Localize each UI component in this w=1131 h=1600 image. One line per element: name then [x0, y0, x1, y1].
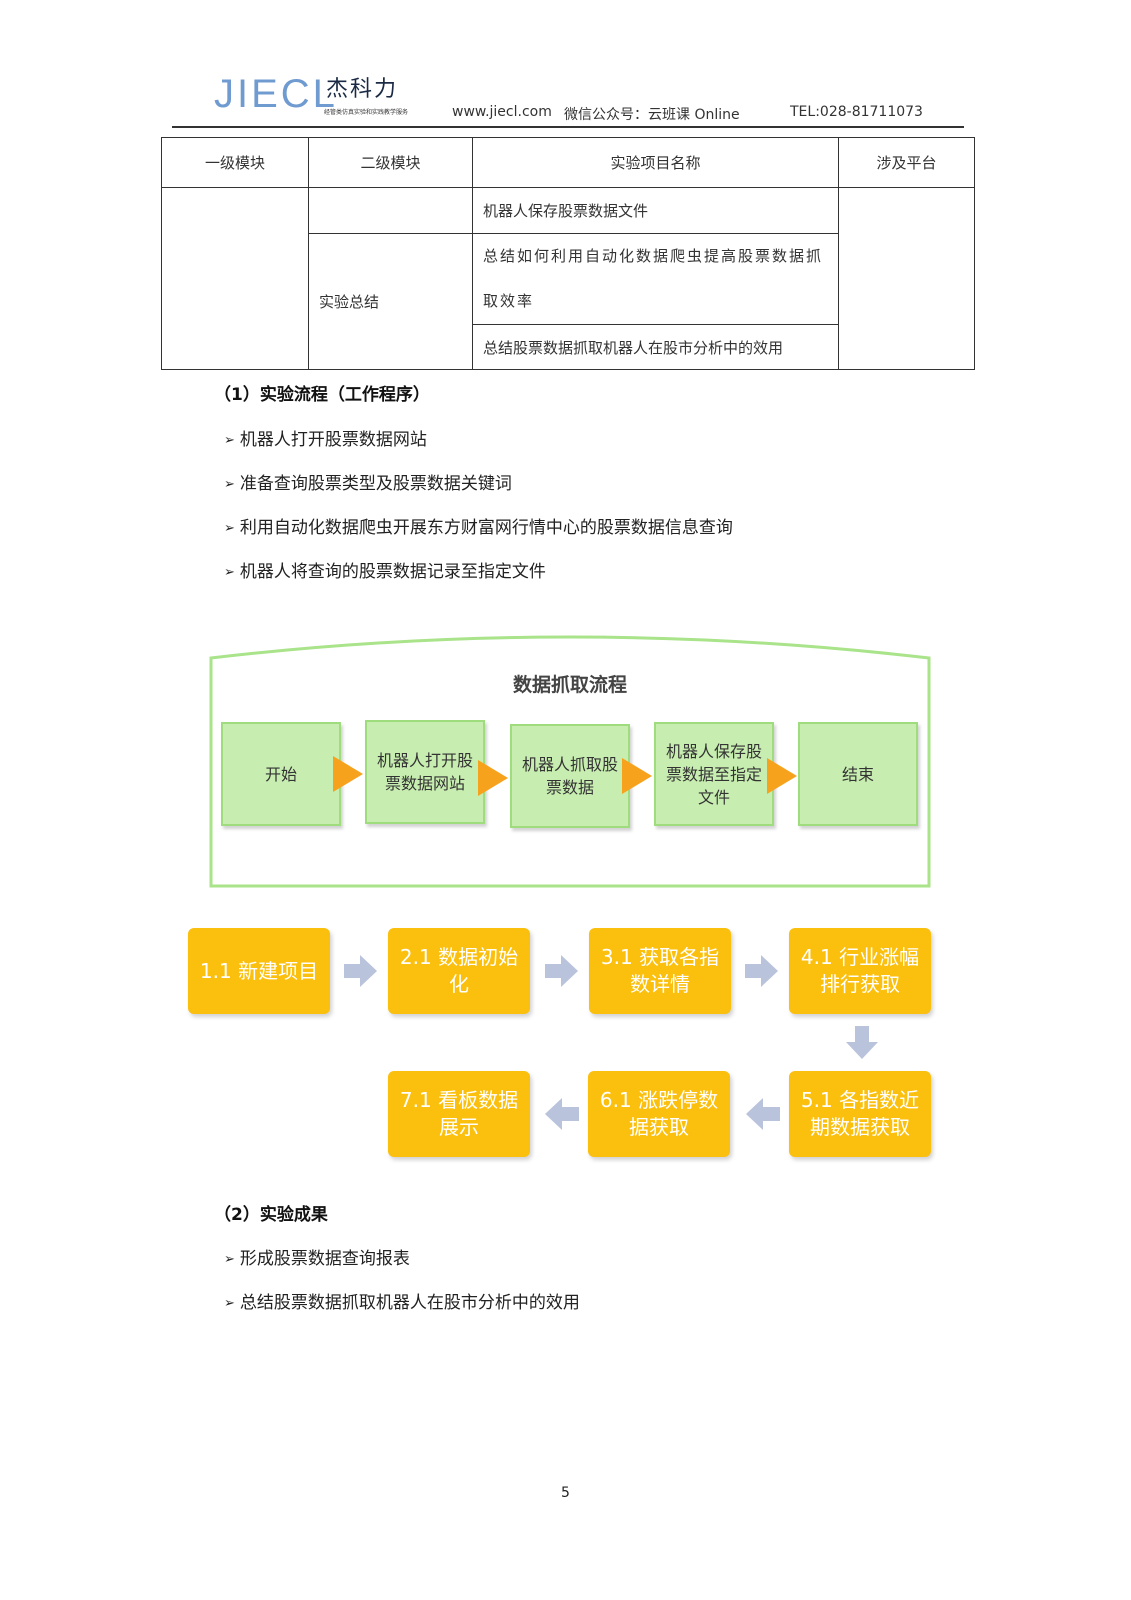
table-cell-module: 实验总结	[308, 233, 473, 370]
arrow-bullet-icon: ➢	[224, 1296, 235, 1311]
experiment-table: 一级模块 二级模块 实验项目名称 涉及平台 机器人保存股票数据文件 实验总结 总…	[161, 137, 975, 370]
header-wechat: 微信公众号：云班课 Online	[564, 107, 740, 123]
table-cell-project: 总结股票数据抓取机器人在股市分析中的效用	[472, 324, 839, 370]
flow-step-grab-data: 机器人抓取股票数据	[510, 724, 630, 828]
process-arrow-left-icon	[545, 1098, 579, 1130]
table-cell-empty	[308, 187, 473, 234]
header-website[interactable]: www.jiecl.com	[452, 104, 552, 120]
flow-title: 数据抓取流程	[512, 674, 627, 696]
process-step-6: 6.1 涨跌停数据获取	[588, 1071, 730, 1157]
table-cell-empty	[838, 187, 975, 370]
list-item: ➢利用自动化数据爬虫开展东方财富网行情中心的股票数据信息查询	[224, 518, 733, 538]
section-title-process: （1）实验流程（工作程序）	[214, 385, 430, 405]
process-step-2: 2.1 数据初始化	[388, 928, 530, 1014]
flow-arrow-icon	[478, 760, 508, 796]
logo-chinese: 杰科力	[326, 77, 399, 102]
process-step-1: 1.1 新建项目	[188, 928, 330, 1014]
header-tel: TEL:028-81711073	[790, 104, 923, 120]
process-arrow-left-icon	[746, 1098, 780, 1130]
flow-arrow-icon	[622, 758, 652, 794]
logo-tagline: 经管类仿真实验和实践教学服务	[324, 109, 409, 116]
list-item: ➢机器人打开股票数据网站	[224, 430, 427, 450]
arrow-bullet-icon: ➢	[224, 477, 235, 492]
table-header-cell: 二级模块	[308, 137, 473, 188]
table-row: 实验总结 总结如何利用自动化数据爬虫提高股票数据抓取效率	[162, 233, 975, 370]
table-header-row: 一级模块 二级模块 实验项目名称 涉及平台	[161, 137, 975, 188]
flow-arrow-icon	[333, 756, 363, 792]
arrow-bullet-icon: ➢	[224, 433, 235, 448]
list-item: ➢机器人将查询的股票数据记录至指定文件	[224, 562, 546, 582]
table-header-cell: 实验项目名称	[472, 137, 839, 188]
process-arrow-down-icon	[846, 1026, 878, 1059]
flow-step-save-data: 机器人保存股票数据至指定文件	[654, 722, 774, 826]
table-row: 总结股票数据抓取机器人在股市分析中的效用	[162, 324, 975, 370]
flow-step-start: 开始	[221, 722, 341, 826]
flow-step-end: 结束	[798, 722, 918, 826]
table-header-cell: 一级模块	[161, 137, 309, 188]
process-step-5: 5.1 各指数近期数据获取	[789, 1071, 931, 1157]
page-number: 5	[561, 1485, 570, 1501]
table-cell-project: 总结如何利用自动化数据爬虫提高股票数据抓取效率	[472, 233, 839, 325]
arrow-bullet-icon: ➢	[224, 521, 235, 536]
flow-step-open-site: 机器人打开股票数据网站	[365, 720, 485, 824]
process-arrow-right-icon	[745, 955, 778, 987]
section-title-results: （2）实验成果	[214, 1205, 328, 1225]
process-step-4: 4.1 行业涨幅排行获取	[789, 928, 931, 1014]
table-row: 机器人保存股票数据文件	[161, 187, 975, 370]
arrow-bullet-icon: ➢	[224, 565, 235, 580]
table-cell-project: 机器人保存股票数据文件	[472, 187, 839, 234]
header-divider	[172, 126, 964, 128]
process-step-3: 3.1 获取各指数详情	[589, 928, 731, 1014]
list-item: ➢准备查询股票类型及股票数据关键词	[224, 474, 512, 494]
process-arrow-right-icon	[545, 955, 578, 987]
flow-arrow-icon	[767, 758, 797, 794]
list-item: ➢总结股票数据抓取机器人在股市分析中的效用	[224, 1293, 580, 1313]
arrow-bullet-icon: ➢	[224, 1252, 235, 1267]
process-step-7: 7.1 看板数据展示	[388, 1071, 530, 1157]
process-arrow-right-icon	[344, 955, 377, 987]
table-header-cell: 涉及平台	[838, 137, 975, 188]
logo-latin: JIECL	[214, 72, 338, 116]
list-item: ➢形成股票数据查询报表	[224, 1249, 410, 1269]
table-cell-empty	[161, 187, 309, 370]
